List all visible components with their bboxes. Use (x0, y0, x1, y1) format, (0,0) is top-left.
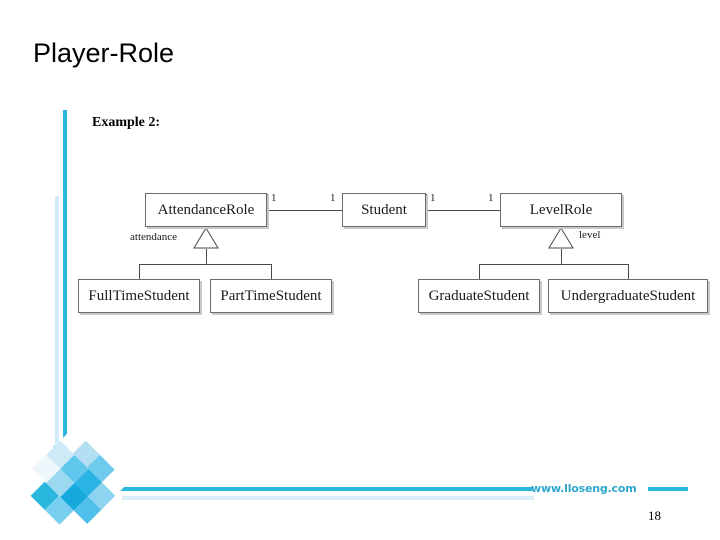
accent-vertical-line-faint (55, 196, 59, 458)
multiplicity-label: 1 (330, 192, 336, 204)
generalization-bus (139, 264, 271, 265)
uml-class-box-level-role[interactable]: LevelRole (500, 193, 622, 227)
uml-class-box-part-time[interactable]: PartTimeStudent (210, 279, 332, 313)
role-label: level (579, 229, 601, 241)
generalization-branch (271, 264, 272, 279)
generalization-branch (139, 264, 140, 279)
generalization-triangle (548, 227, 574, 249)
uml-class-box-attendance-role[interactable]: AttendanceRole (145, 193, 267, 227)
generalization-stem (561, 249, 562, 264)
multiplicity-label: 1 (488, 192, 494, 204)
multiplicity-label: 1 (430, 192, 436, 204)
accent-horizontal-line-faint (122, 496, 534, 500)
accent-vertical-line (63, 110, 67, 462)
footer-url[interactable]: www.lloseng.com (531, 482, 637, 495)
role-label: attendance (130, 231, 178, 243)
page-title: Player-Role (33, 38, 175, 68)
uml-class-box-student[interactable]: Student (342, 193, 426, 227)
footer-accent-tick (648, 487, 688, 491)
generalization-branch (628, 264, 629, 279)
uml-class-box-undergraduate[interactable]: UndergraduateStudent (548, 279, 708, 313)
generalization-triangle (193, 227, 219, 249)
generalization-bus (479, 264, 628, 265)
generalization-stem (206, 249, 207, 264)
uml-class-box-graduate[interactable]: GraduateStudent (418, 279, 540, 313)
association-tick (267, 194, 268, 210)
accent-horizontal-line (117, 487, 532, 491)
association-line (267, 210, 342, 211)
example-label: Example 2: (92, 115, 161, 130)
association-line (426, 210, 500, 211)
generalization-branch (479, 264, 480, 279)
uml-class-box-full-time[interactable]: FullTimeStudent (78, 279, 200, 313)
association-tick (426, 194, 427, 210)
multiplicity-label: 1 (271, 192, 277, 204)
page-number: 18 (648, 508, 661, 523)
